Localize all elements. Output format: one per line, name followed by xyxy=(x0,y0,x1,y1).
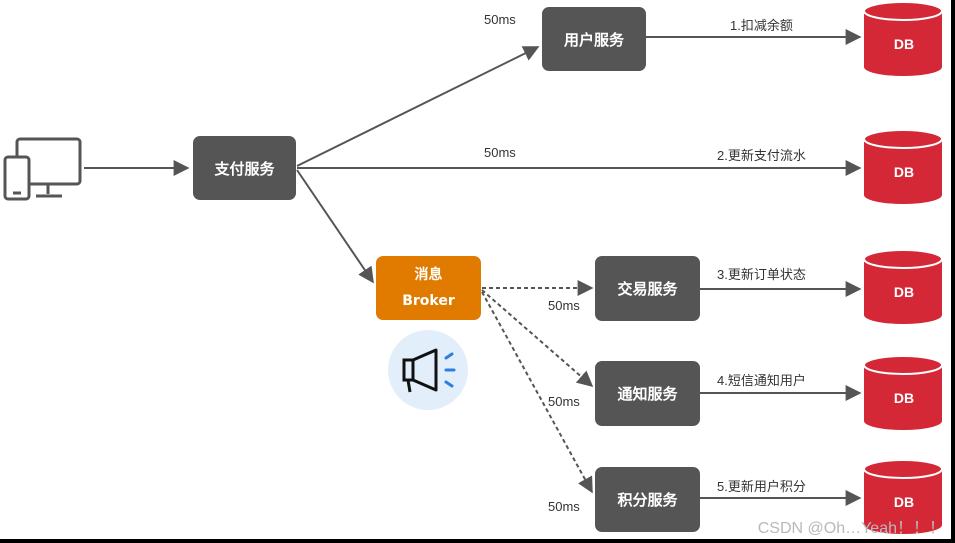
step-label-2: 2.更新支付流水 xyxy=(717,148,806,163)
database-1: DB xyxy=(864,2,944,80)
user-service-node: 用户服务 xyxy=(542,7,646,71)
database-3-label: DB xyxy=(893,284,915,300)
database-3: DB xyxy=(864,250,944,328)
latency-label-pay-user: 50ms xyxy=(484,12,516,27)
database-2: DB xyxy=(864,130,944,208)
database-icon xyxy=(863,459,943,534)
database-2-label: DB xyxy=(893,164,915,180)
notify-service-node: 通知服务 xyxy=(595,361,700,426)
dashed-arrow-broker-notify xyxy=(481,289,594,388)
broker-node: 消息 Broker xyxy=(376,256,481,320)
latency-label-trade: 50ms xyxy=(548,298,580,313)
step-label-4: 4.短信通知用户 xyxy=(717,373,806,388)
arrow-pay-user xyxy=(296,46,540,167)
trade-service-node: 交易服务 xyxy=(595,256,700,321)
step-label-5: 5.更新用户积分 xyxy=(717,479,806,494)
trade-service-label: 交易服务 xyxy=(617,280,678,298)
database-4-label: DB xyxy=(893,390,915,406)
step-label-1: 1.扣减余额 xyxy=(730,18,793,33)
step-label-3: 3.更新订单状态 xyxy=(717,267,806,282)
latency-label-points: 50ms xyxy=(548,499,580,514)
latency-label-notify: 50ms xyxy=(548,394,580,409)
database-5-label: DB xyxy=(893,494,915,510)
dashed-arrow-broker-points xyxy=(481,291,593,494)
broker-label-line2: Broker xyxy=(402,293,455,309)
broker-label-line1: 消息 xyxy=(414,267,443,283)
database-4: DB xyxy=(864,356,944,434)
devices-icon xyxy=(3,137,82,201)
points-service-label: 积分服务 xyxy=(617,491,678,509)
database-icon xyxy=(863,355,943,430)
frame-border-bottom xyxy=(0,539,955,543)
pay-service-node: 支付服务 xyxy=(193,136,296,200)
database-icon xyxy=(863,129,943,204)
points-service-node: 积分服务 xyxy=(595,467,700,532)
user-service-label: 用户服务 xyxy=(563,30,624,49)
frame-border-right xyxy=(951,0,955,543)
arrow-pay-broker xyxy=(296,169,374,284)
watermark: CSDN @Oh…Yeah！！！ xyxy=(757,520,945,537)
database-1-label: DB xyxy=(893,36,915,52)
latency-label-pay-db: 50ms xyxy=(484,145,516,160)
database-icon xyxy=(863,1,943,76)
megaphone-icon xyxy=(388,330,468,410)
pay-service-label: 支付服务 xyxy=(214,159,275,178)
database-5: DB xyxy=(864,460,944,538)
database-icon xyxy=(863,249,943,324)
notify-service-label: 通知服务 xyxy=(617,385,678,403)
